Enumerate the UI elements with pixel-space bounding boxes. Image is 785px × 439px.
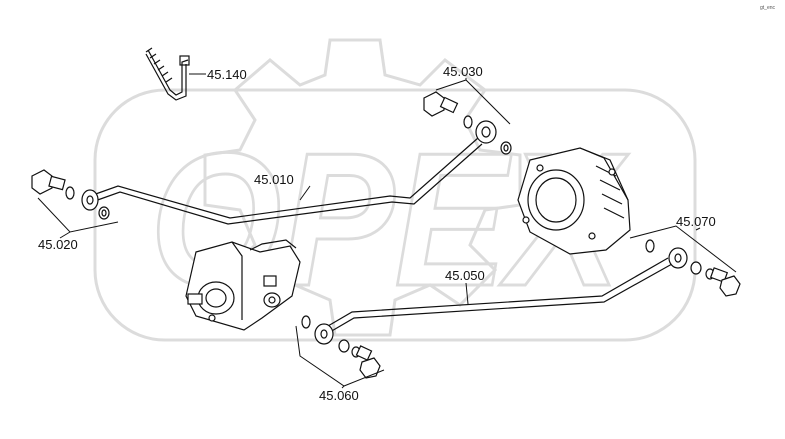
leader-45070-bracket xyxy=(629,225,737,273)
callout-45060: 45.060 xyxy=(319,388,359,403)
cable-tie-part xyxy=(145,47,190,101)
lower-pipe-part xyxy=(327,257,673,333)
callout-45010: 45.010 xyxy=(254,172,294,187)
bottom-bolt-group xyxy=(301,315,381,379)
leader-45060-bracket xyxy=(295,325,385,387)
top-bolt-group xyxy=(423,91,512,155)
upper-pipe-right-banjo xyxy=(475,120,497,144)
leader-45010 xyxy=(299,185,311,201)
pump-block-part xyxy=(185,239,301,331)
watermark-banner xyxy=(93,88,697,342)
upper-pipe-part xyxy=(89,137,483,225)
callout-45030: 45.030 xyxy=(443,64,483,79)
callout-45140: 45.140 xyxy=(207,67,247,82)
leader-45070 xyxy=(695,227,701,231)
callout-45070: 45.070 xyxy=(676,214,716,229)
lower-pipe-left-banjo xyxy=(314,323,334,345)
callout-45050: 45.050 xyxy=(445,268,485,283)
leader-45050 xyxy=(465,282,469,305)
upper-pipe-left-banjo xyxy=(81,189,99,211)
corner-mark: gt_enc xyxy=(760,5,776,11)
callout-45020: 45.020 xyxy=(38,237,78,252)
left-bolt-group xyxy=(31,169,110,220)
leader-45060 xyxy=(341,385,345,389)
watermark-gear xyxy=(203,38,522,337)
flange-housing-part xyxy=(517,147,631,255)
right-bolt-group xyxy=(645,239,741,297)
lower-pipe-right-banjo xyxy=(668,247,688,269)
leader-45020 xyxy=(59,231,71,239)
